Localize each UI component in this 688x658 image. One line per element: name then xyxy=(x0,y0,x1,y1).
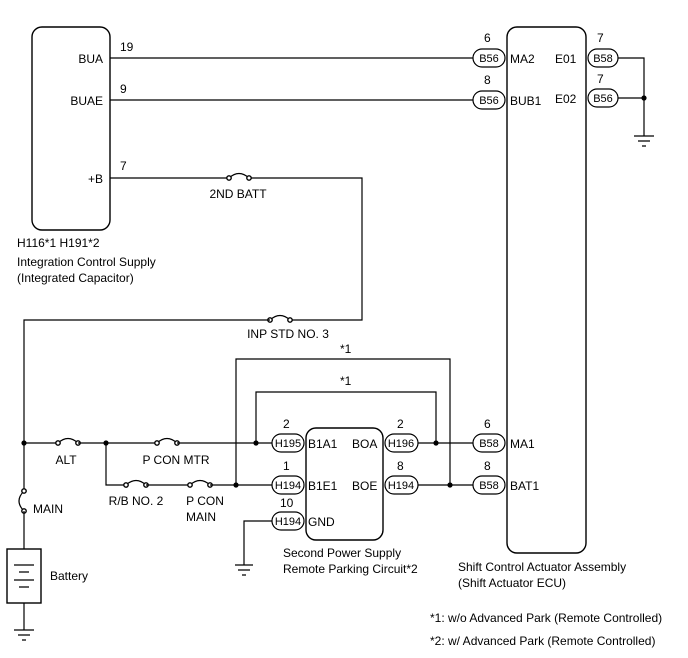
ground-icon-sca xyxy=(634,135,654,147)
pin-label-plusb: +B xyxy=(88,172,103,186)
connector-b58-ma1-label: B58 xyxy=(479,438,499,450)
fuse-alt-symbol xyxy=(57,437,79,444)
connector-h194-boe xyxy=(384,475,419,495)
connector-e02-label: B56 xyxy=(593,93,613,105)
pin-number-boa: 2 xyxy=(397,417,404,431)
pin-number-b1a1: 2 xyxy=(283,417,290,431)
pin-label-b1e1: B1E1 xyxy=(308,479,338,493)
pin-label-boe: BOE xyxy=(352,479,377,493)
connector-b58-bat1-label: B58 xyxy=(479,480,499,492)
wire-rpc-gnd xyxy=(243,520,272,565)
pin-label-ma2: MA2 xyxy=(510,52,535,66)
bypass-outer-note: *1 xyxy=(340,342,352,356)
ground-icon-rpc xyxy=(235,564,253,576)
pin-number-boe: 8 xyxy=(397,459,404,473)
pin-number-gnd: 10 xyxy=(280,496,294,510)
rpc-name: Second Power Supply xyxy=(283,546,401,560)
connector-h194-boe-label: H194 xyxy=(388,480,414,492)
connector-b56-bub1 xyxy=(472,90,506,110)
pin-label-bub1: BUB1 xyxy=(510,94,542,108)
connector-h194-b1e1 xyxy=(271,475,305,495)
fuse-rb2-symbol xyxy=(125,479,147,486)
bypass-inner-note: *1 xyxy=(340,374,352,388)
pin-number-bua: 19 xyxy=(120,40,134,54)
connector-h194-b1e1-label: H194 xyxy=(275,480,301,492)
fuse-main-label: MAIN xyxy=(33,502,63,516)
ics-name: Integration Control Supply xyxy=(17,255,156,269)
connector-e02 xyxy=(587,88,619,108)
remote-parking-circuit-box xyxy=(305,427,384,541)
pin-label-e02: E02 xyxy=(555,92,577,106)
bypass-inner xyxy=(255,391,437,443)
sca-name-sub: (Shift Actuator ECU) xyxy=(458,576,566,590)
connector-h196-label: H196 xyxy=(388,438,414,450)
fuse-pcon-mtr-symbol xyxy=(156,437,178,444)
connector-h196 xyxy=(384,433,419,453)
connector-b56-ma2 xyxy=(472,48,506,68)
fuse-pcon-main-symbol xyxy=(189,479,211,486)
pin-number-ma2: 6 xyxy=(484,31,491,45)
fuse-2nd-batt-symbol xyxy=(228,172,250,179)
pin-label-e01: E01 xyxy=(555,52,577,66)
pin-label-boa: BOA xyxy=(352,437,377,451)
bypass-outer xyxy=(235,358,451,485)
rpc-name-sub: Remote Parking Circuit*2 xyxy=(283,562,418,576)
pin-number-bat1: 8 xyxy=(484,459,491,473)
connector-b58-ma1 xyxy=(472,433,506,453)
fuse-inp-std-label: INP STD NO. 3 xyxy=(247,327,329,341)
pin-label-gnd: GND xyxy=(308,515,335,529)
connector-b58-e01 xyxy=(587,48,619,68)
ics-connector-label: H116*1 H191*2 xyxy=(17,236,100,250)
fuse-pcon-main-label-2: MAIN xyxy=(186,510,216,524)
fuse-inp-std-symbol xyxy=(269,314,291,321)
pin-number-e02: 7 xyxy=(597,72,604,86)
connector-h195-label: H195 xyxy=(275,438,301,450)
battery-label: Battery xyxy=(50,569,88,583)
connector-b56-bub1-label: B56 xyxy=(479,95,499,107)
pin-number-b1e1: 1 xyxy=(283,459,290,473)
battery-symbol xyxy=(6,548,42,604)
pin-number-buae: 9 xyxy=(120,82,127,96)
pin-label-bat1: BAT1 xyxy=(510,479,539,493)
fuse-main-symbol xyxy=(18,490,25,512)
wire-inp-std xyxy=(23,319,270,440)
fuse-rb2-label: R/B NO. 2 xyxy=(109,494,164,508)
fuse-2nd-batt-label: 2ND BATT xyxy=(209,187,267,201)
sca-name: Shift Control Actuator Assembly xyxy=(458,560,626,574)
fuse-pcon-main-label-1: P CON xyxy=(186,494,224,508)
wire-ground-e01-e02 xyxy=(618,57,645,136)
connector-h194-gnd-label: H194 xyxy=(275,516,301,528)
pin-label-bua: BUA xyxy=(78,52,103,66)
ground-icon-battery xyxy=(14,629,34,641)
pin-number-bub1: 8 xyxy=(484,73,491,87)
footnote-1: *1: w/o Advanced Park (Remote Controlled… xyxy=(430,611,662,625)
ics-name-sub: (Integrated Capacitor) xyxy=(17,271,134,285)
connector-h194-gnd xyxy=(271,511,305,531)
pin-label-buae: BUAE xyxy=(70,94,103,108)
integration-control-supply-box xyxy=(31,26,111,231)
pin-number-e01: 7 xyxy=(597,31,604,45)
fuse-pcon-mtr-label: P CON MTR xyxy=(142,453,209,467)
fuse-alt-label: ALT xyxy=(55,453,77,467)
connector-h195 xyxy=(271,433,305,453)
wire-plusb xyxy=(110,177,363,321)
connector-b58-bat1 xyxy=(472,475,506,495)
connector-b58-e01-label: B58 xyxy=(593,53,613,65)
shift-control-actuator-box xyxy=(506,26,587,554)
connector-b56-ma2-label: B56 xyxy=(479,53,499,65)
pin-number-ma1: 6 xyxy=(484,417,491,431)
pin-number-plusb: 7 xyxy=(120,159,127,173)
battery-cells-icon xyxy=(14,564,34,588)
pin-label-ma1: MA1 xyxy=(510,437,535,451)
footnote-2: *2: w/ Advanced Park (Remote Controlled) xyxy=(430,634,655,648)
pin-label-b1a1: B1A1 xyxy=(308,437,338,451)
